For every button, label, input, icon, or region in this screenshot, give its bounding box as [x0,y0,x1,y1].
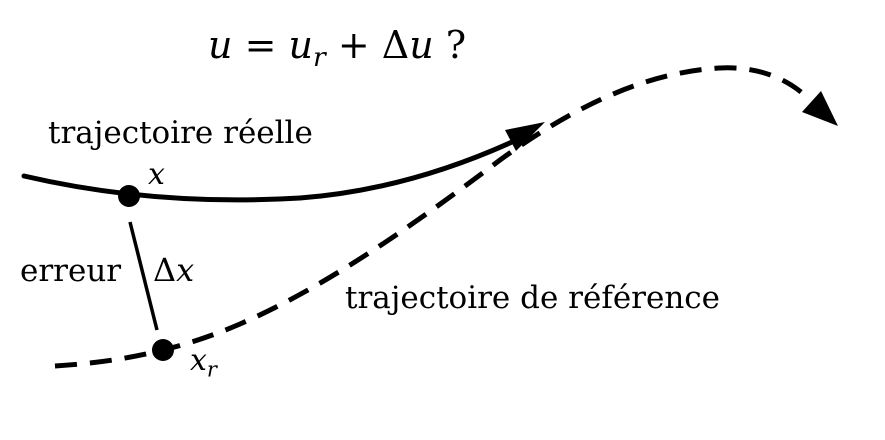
equation-question-mark: ? [445,23,467,67]
error-label: erreur [20,253,122,289]
equation-equals: = [244,23,277,67]
real-trajectory-label: trajectoire réelle [48,115,313,151]
equation-delta: Δ [381,23,410,67]
reference-trajectory-arrowhead [802,91,838,126]
equation-ur: ur [288,23,326,73]
real-trajectory-curve [21,139,515,203]
reference-trajectory-curve [54,65,812,369]
error-segment [128,221,159,331]
delta-x-label: Δx [153,251,195,289]
equation-du: u [409,23,434,67]
real-trajectory-arrowhead [505,122,545,151]
reference-state-point [152,339,174,361]
state-x-label: x [148,157,165,192]
state-xr-label: xr [190,343,217,382]
real-state-point [118,185,140,207]
control-equation: u = ur + Δu ? [208,23,467,73]
equation-u: u [208,23,233,67]
reference-trajectory-label: trajectoire de référence [345,280,720,316]
equation-plus: + [337,23,370,67]
